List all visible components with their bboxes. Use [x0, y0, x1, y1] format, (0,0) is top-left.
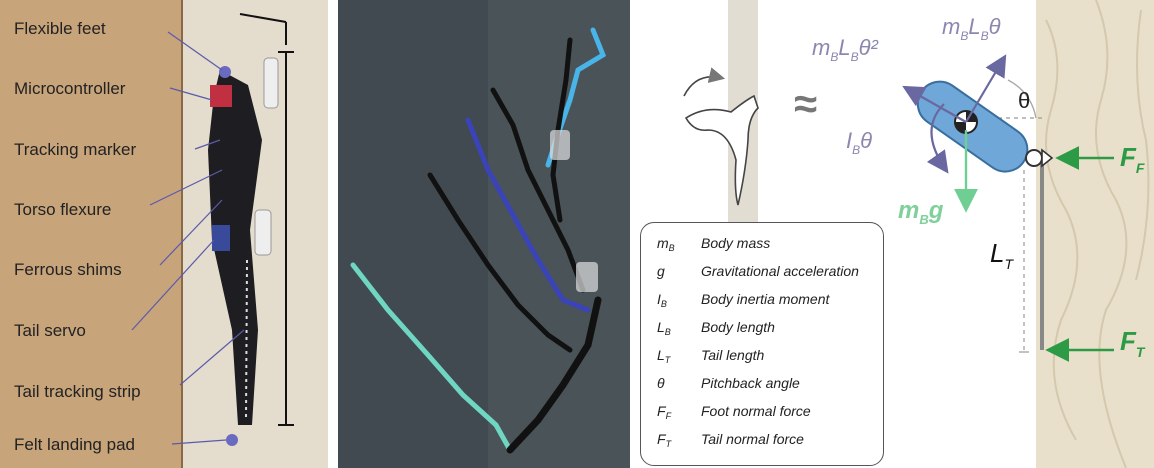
centripetal-label: mBLBθ² — [812, 35, 879, 64]
front-foot — [264, 58, 278, 108]
label-torso-flexure: Torso flexure — [14, 200, 111, 219]
inertia-label: IBθ — [846, 128, 872, 157]
flexible-feet-marker — [219, 66, 231, 78]
microcontroller-board — [210, 85, 232, 107]
approx-symbol: ≈ — [794, 80, 817, 127]
gravity-label: mBg — [898, 197, 944, 227]
robot-photo-illustration: Flexible feet Microcontroller Tracking m… — [0, 0, 328, 468]
label-tail-tracking-strip: Tail tracking strip — [14, 382, 141, 401]
rear-foot — [255, 210, 271, 255]
servo-body — [212, 225, 230, 251]
robot-photo-panel: Flexible feet Microcontroller Tracking m… — [0, 0, 328, 468]
foot-pivot — [1026, 150, 1042, 166]
tail-length-label: LT — [990, 238, 1014, 272]
felt-pad-marker — [226, 434, 238, 446]
trajectory-illustration — [338, 0, 630, 468]
label-felt-landing-pad: Felt landing pad — [14, 435, 135, 454]
tangential-label: mBLBθ — [942, 14, 1001, 43]
theta-label: θ — [1018, 88, 1030, 113]
label-microcontroller: Microcontroller — [14, 79, 126, 98]
label-tracking-marker: Tracking marker — [14, 140, 137, 159]
label-tail-servo: Tail servo — [14, 321, 86, 340]
label-flexible-feet: Flexible feet — [14, 19, 106, 38]
label-ferrous-shims: Ferrous shims — [14, 260, 122, 279]
trajectory-photo-panel — [338, 0, 630, 468]
